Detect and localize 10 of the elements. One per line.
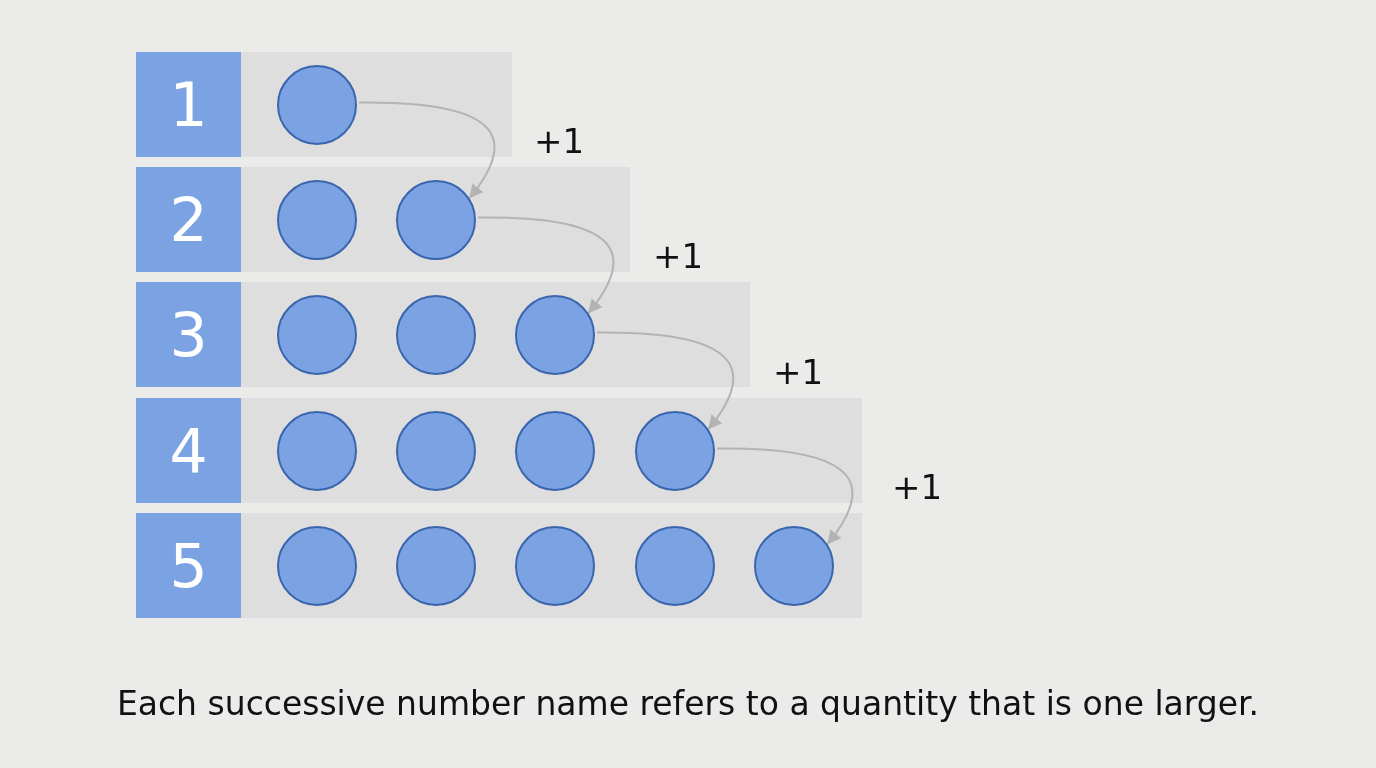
caption: Each successive number name refers to a quantity that is one larger. bbox=[116, 684, 1260, 723]
number-box: 2 bbox=[136, 167, 241, 272]
number-box: 3 bbox=[136, 282, 241, 387]
number-box: 4 bbox=[136, 398, 241, 503]
curved-arrow bbox=[358, 101, 496, 199]
curved-arrow bbox=[596, 331, 735, 430]
number-box: 5 bbox=[136, 513, 241, 618]
curved-arrow bbox=[716, 447, 854, 545]
curved-arrow bbox=[477, 216, 615, 314]
number-box: 1 bbox=[136, 52, 241, 157]
